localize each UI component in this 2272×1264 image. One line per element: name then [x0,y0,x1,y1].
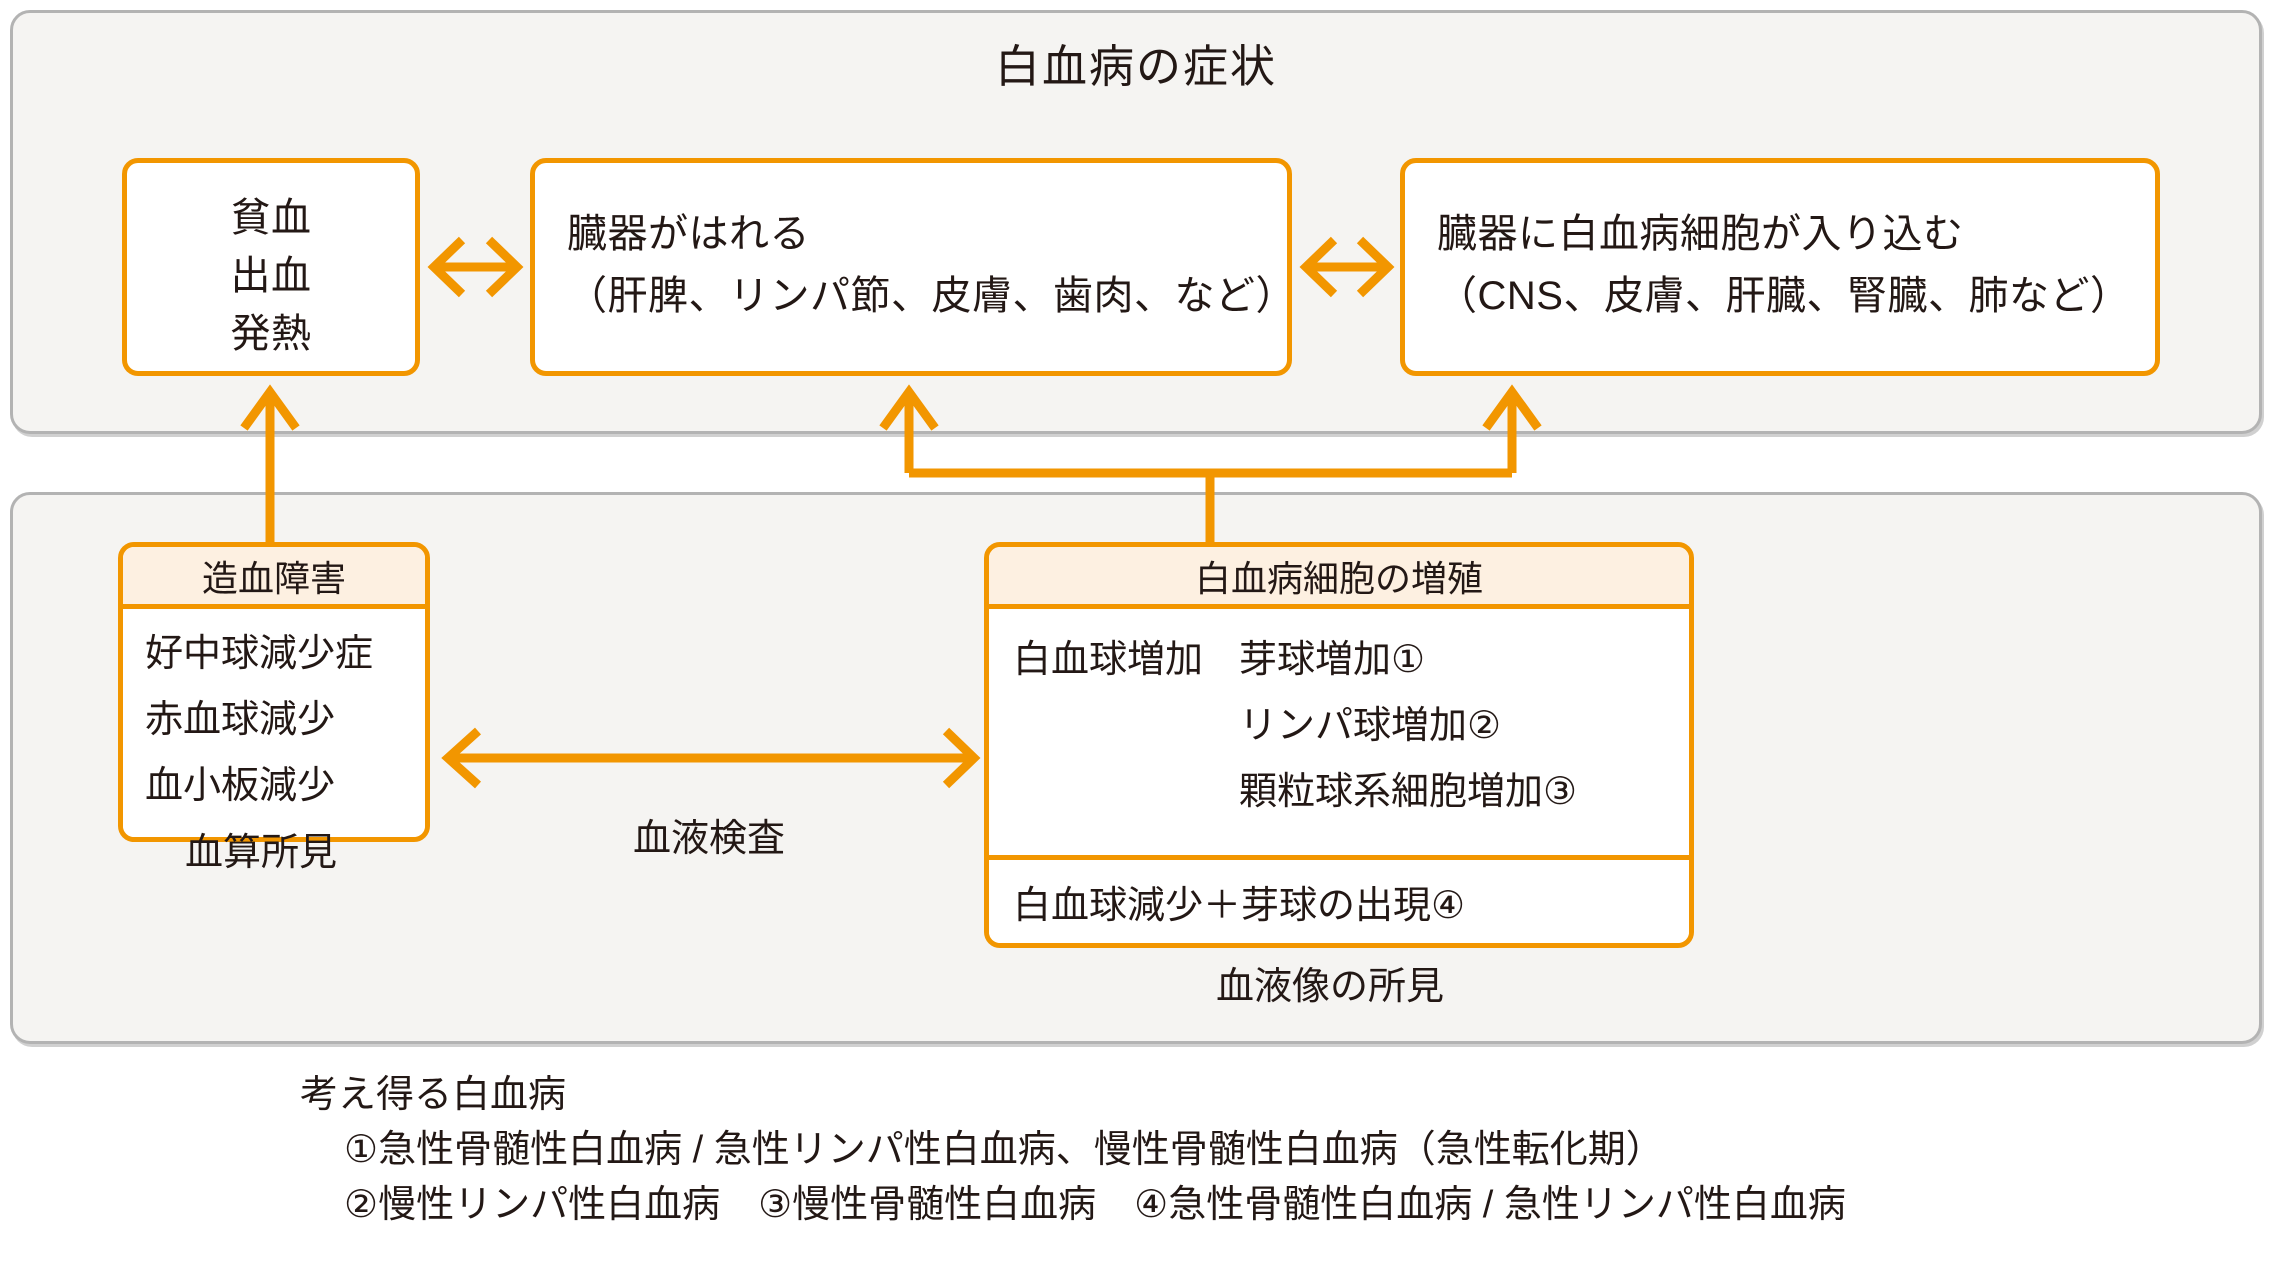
organ-swelling-line-1: 臓器がはれる [567,212,810,256]
hematopoietic-line-1: 好中球減少症 [145,633,374,675]
proliferation-header: 白血病細胞の増殖 [989,547,1689,609]
proliferation-subtype-3: 顆粒球系細胞増加③ [1239,771,1578,813]
page-title: 白血病の症状 [994,41,1277,92]
organ-swelling-line-2: （肝脾、リンパ節、皮膚、歯肉、など） [567,274,1296,318]
legend-heading: 考え得る白血病 [300,1074,567,1116]
hematopoietic-line-3: 血小板減少 [145,765,336,807]
box-hematopoietic-failure: 造血障害 好中球減少症 赤血球減少 血小板減少 [118,542,430,842]
proliferation-subtype-2: リンパ球増加② [1239,705,1502,747]
proliferation-leukocytosis-label: 白血球増加 [1013,639,1204,681]
organ-infiltration-line-2: （CNS、皮膚、肝臓、腎臓、肺など） [1437,274,2131,318]
hematopoietic-line-2: 赤血球減少 [145,699,336,741]
symptoms-line-1: 貧血 [230,196,312,240]
proliferation-body: 白血球増加 芽球増加① リンパ球増加② 顆粒球系細胞増加③ [989,609,1689,855]
box-symptoms: 貧血 出血 発熱 [122,158,420,376]
box-organ-swelling: 臓器がはれる （肝脾、リンパ節、皮膚、歯肉、など） [530,158,1296,376]
hematopoietic-header: 造血障害 [123,547,425,609]
legend-line-1: ①急性骨髄性白血病 / 急性リンパ性白血病、慢性骨髄性白血病（急性転化期） [344,1129,1664,1172]
caption-smear-findings: 血液像の所見 [1216,966,1445,1008]
caption-cbc-findings: 血算所見 [185,832,338,874]
legend-possible-leukemias: 考え得る白血病 ①急性骨髄性白血病 / 急性リンパ性白血病、慢性骨髄性白血病（急… [300,1068,2200,1233]
proliferation-subtypes: 芽球増加① リンパ球増加② 顆粒球系細胞増加③ [1239,641,1577,839]
caption-blood-test: 血液検査 [633,818,786,860]
legend-line-2: ②慢性リンパ性白血病 ③慢性骨髄性白血病 ④急性骨髄性白血病 / 急性リンパ性白… [344,1184,1846,1227]
box-organ-infiltration: 臓器に白血病細胞が入り込む （CNS、皮膚、肝臓、腎臓、肺など） [1400,158,2160,376]
organ-infiltration-line-1: 臓器に白血病細胞が入り込む [1437,212,1964,256]
box-leukemia-cell-proliferation: 白血病細胞の増殖 白血球増加 芽球増加① リンパ球増加② 顆粒球系細胞増加③ 白… [984,542,1694,948]
symptoms-line-2: 出血 [230,254,312,298]
symptoms-line-3: 発熱 [230,312,312,356]
proliferation-subtype-1: 芽球増加① [1239,639,1426,681]
proliferation-subtype-4: 白血球減少＋芽球の出現④ [1013,885,1466,927]
proliferation-footer: 白血球減少＋芽球の出現④ [989,855,1689,943]
hematopoietic-body: 好中球減少症 赤血球減少 血小板減少 [123,609,425,837]
